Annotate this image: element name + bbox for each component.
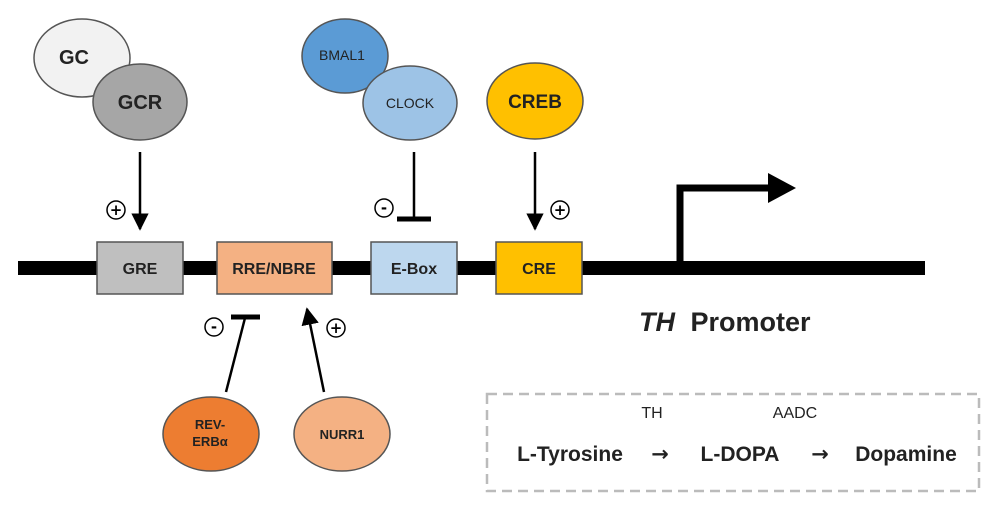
creb-label: CREB [508, 92, 562, 113]
cre-plus-sign: + [554, 201, 567, 219]
gc-label: GC [59, 47, 89, 69]
clock-ellipse [362, 65, 458, 141]
intermediate-l-dopa: L-DOPA [701, 443, 780, 466]
promoter-gene-name: TH [639, 307, 675, 337]
ebox-minus-sign-circle [374, 198, 394, 218]
gcr-label: GCR [118, 92, 163, 114]
pathway-arrow-1: → [651, 442, 669, 466]
enzyme-th-label: TH [641, 405, 662, 422]
rre-nbre-box [216, 241, 333, 295]
rre-nbre-element: RRE/NBRE [216, 241, 333, 295]
nurr1-plus-sign: + [330, 319, 343, 337]
creb-ellipse [486, 62, 584, 140]
gcr-ellipse [92, 63, 188, 141]
gre-plus-sign: + [110, 201, 123, 219]
cre-plus-sign-circle [550, 200, 570, 220]
nurr1-ellipse [293, 396, 391, 472]
rev-erb-minus-sign-circle [204, 317, 224, 337]
substrate-l-tyrosine: L-Tyrosine [517, 443, 623, 466]
clock-label: CLOCK [386, 95, 435, 111]
rev-erb-minus-sign: - [211, 318, 217, 336]
cre-label: CRE [522, 261, 556, 278]
bmal1-label: BMAL1 [319, 47, 365, 63]
bmal1-ellipse [301, 18, 389, 94]
promoter-label: Promoter [691, 307, 812, 337]
product-dopamine: Dopamine [855, 443, 957, 466]
gre-box [96, 241, 184, 295]
enzyme-aadc-label: AADC [773, 405, 817, 422]
rre-nbre-label: RRE/NBRE [232, 261, 316, 278]
ebox-box [370, 241, 458, 295]
rev-erb-ellipse [162, 396, 260, 472]
cre-box [495, 241, 583, 295]
rev-erb-label-line2: ERBα [192, 434, 227, 449]
rev-erb-label-line1: REV- [195, 417, 225, 432]
nurr1-label: NURR1 [320, 427, 365, 442]
gre-label: GRE [123, 261, 158, 278]
gre-element: GRE [96, 241, 184, 295]
ebox-minus-sign: - [381, 199, 387, 217]
transcription-start-arrowhead [768, 173, 796, 203]
ebox-label: E-Box [391, 261, 437, 278]
ebox-element: E-Box [370, 241, 458, 295]
nurr1-activation-arrow [301, 307, 326, 393]
pathway-box [485, 392, 981, 493]
promoter-title: TH Promoter [639, 307, 811, 337]
cre-element: CRE [495, 241, 583, 295]
rev-erb-repression-line [224, 317, 247, 393]
nurr1-plus-sign-circle [326, 318, 346, 338]
transcription-start-arrow [676, 184, 770, 264]
gre-plus-sign-circle [106, 200, 126, 220]
pathway-arrow-2: → [811, 442, 829, 466]
